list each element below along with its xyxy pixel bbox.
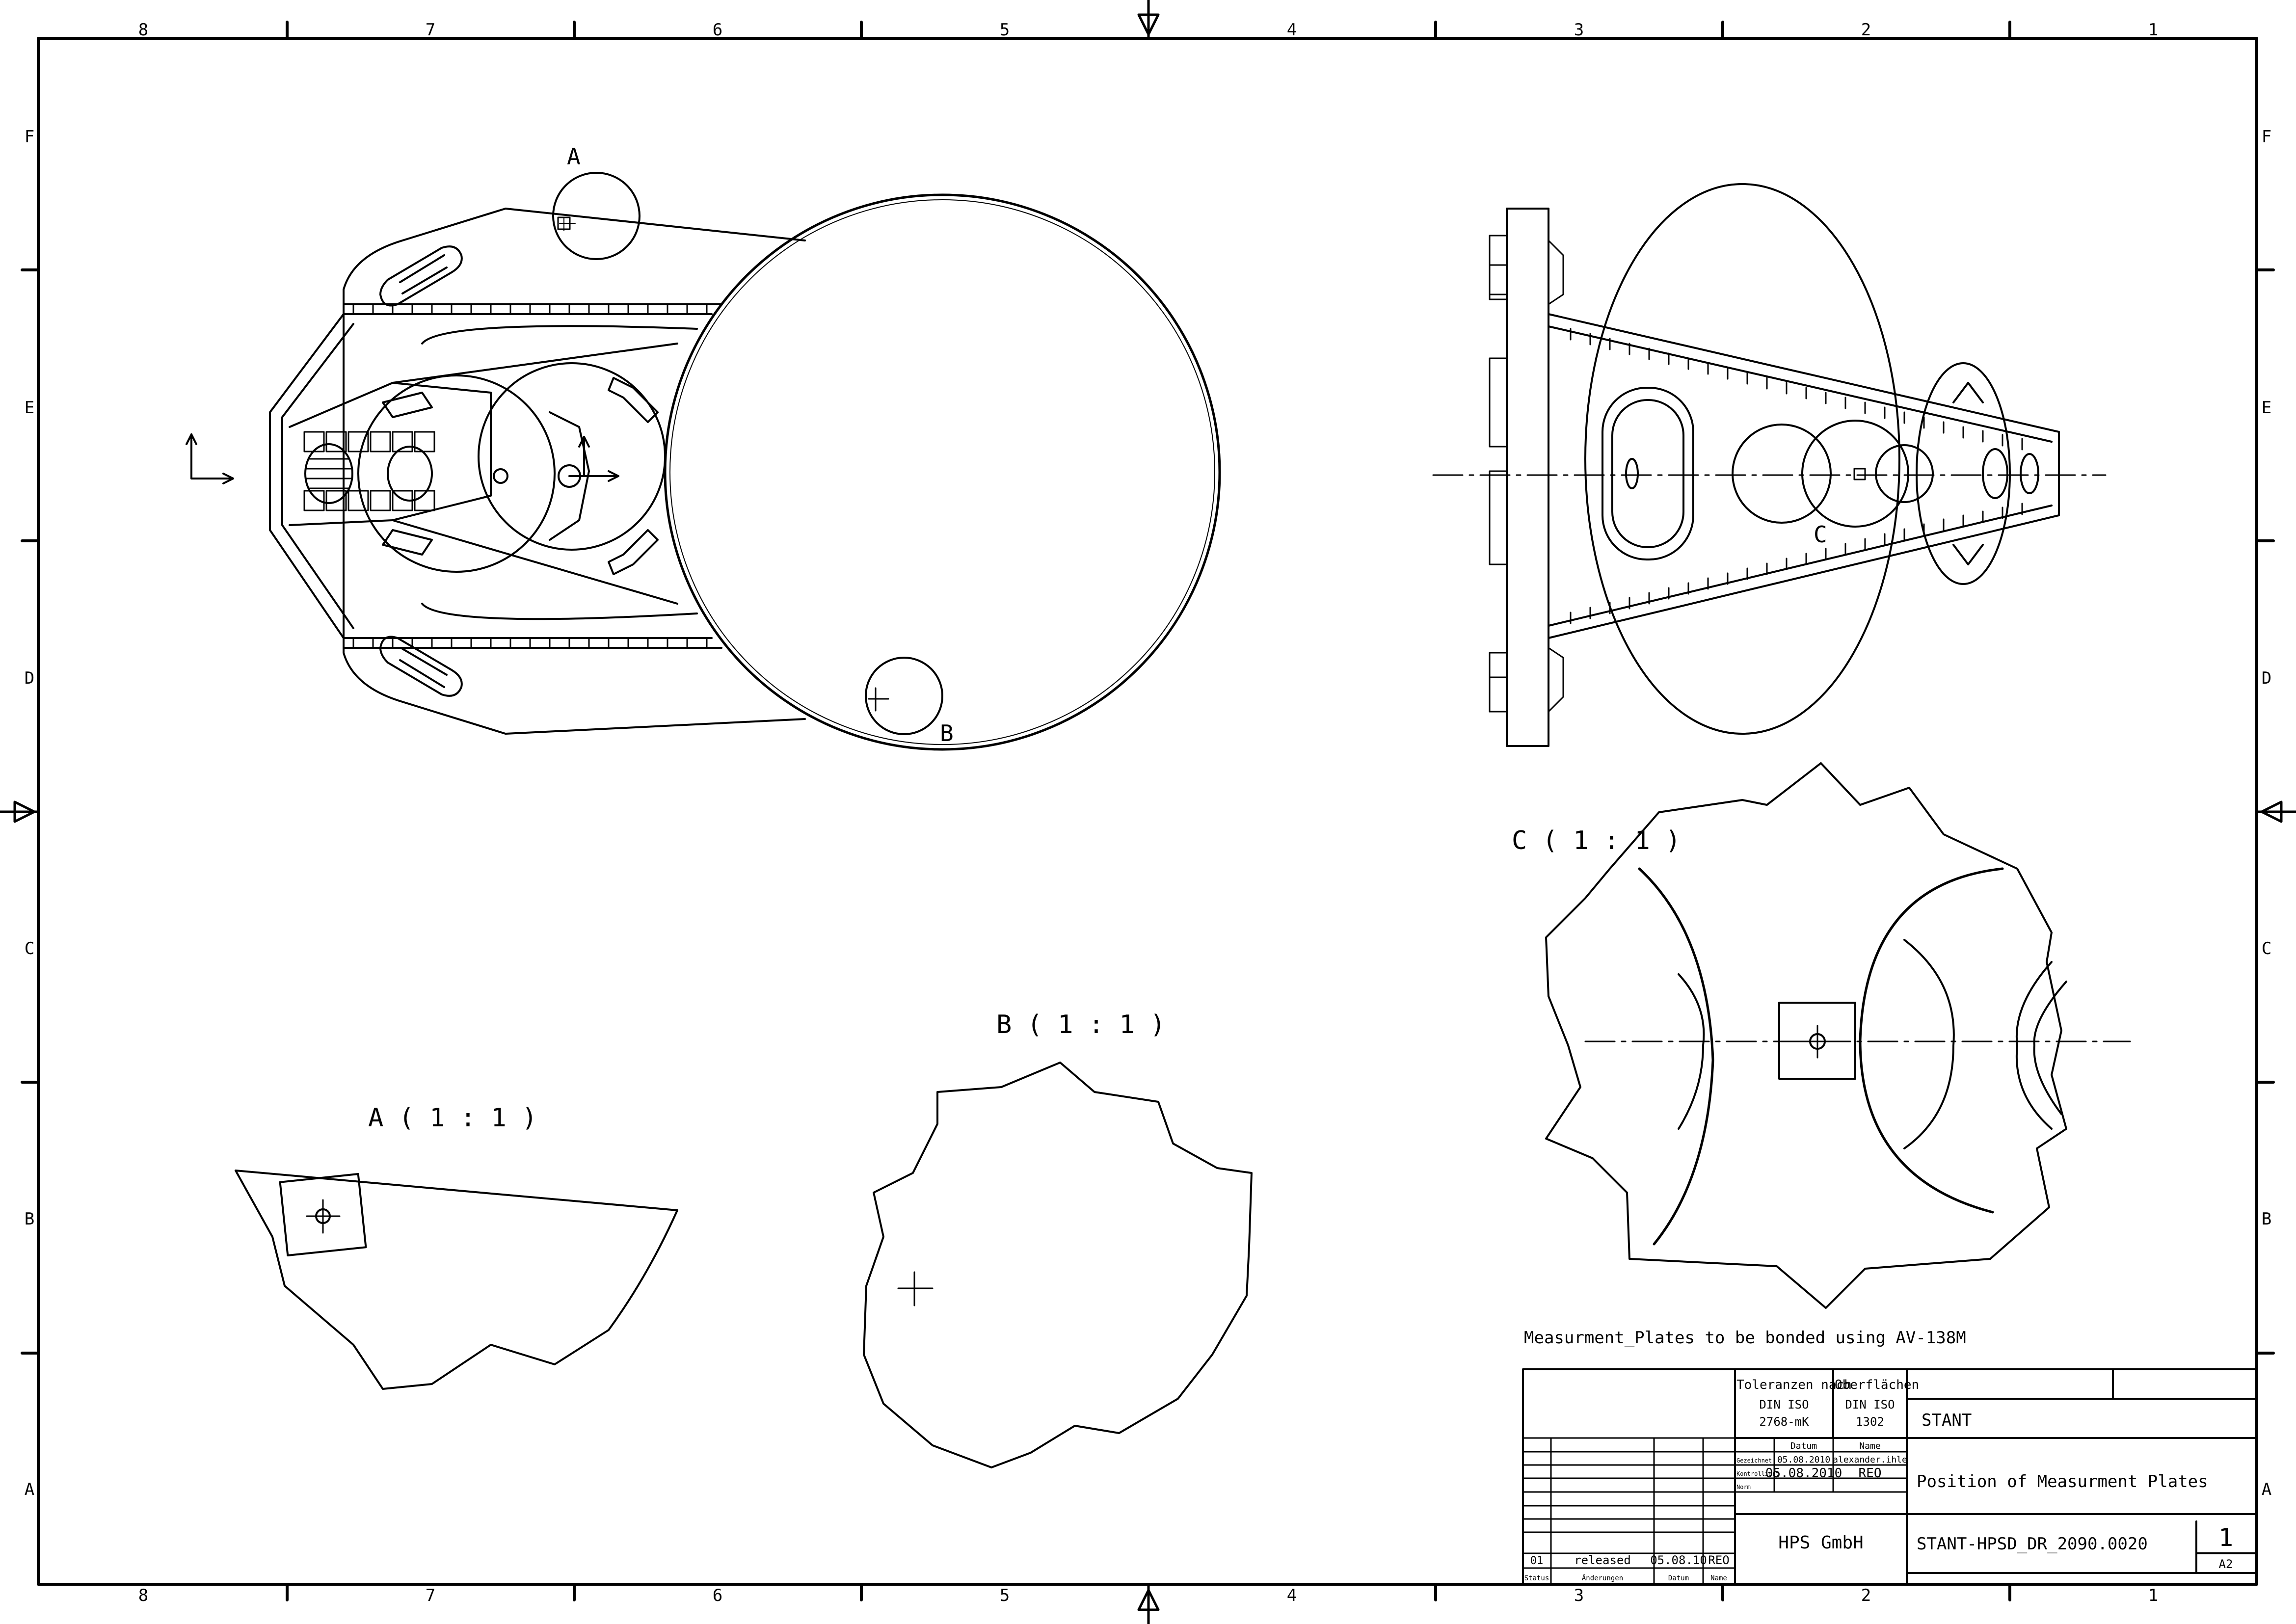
drawn-date: 05.08.2010 bbox=[1777, 1455, 1830, 1465]
title-block-text: Toleranzen nach DIN ISO 2768-mK Oberfläc… bbox=[1524, 1378, 2233, 1582]
large-disk bbox=[664, 193, 1221, 751]
centering-mark-left bbox=[0, 800, 40, 823]
col-label: 8 bbox=[138, 20, 148, 40]
centering-mark-bottom bbox=[1137, 1583, 1160, 1624]
row-label: E bbox=[25, 398, 34, 418]
row-label: B bbox=[25, 1209, 34, 1229]
col-label: 2 bbox=[1861, 20, 1871, 40]
hdr-status: Status bbox=[1524, 1574, 1549, 1582]
col-label: 6 bbox=[713, 1586, 722, 1605]
col-label: 1 bbox=[2148, 1586, 2158, 1605]
col-label: 3 bbox=[1574, 20, 1584, 40]
row-label: C bbox=[25, 939, 34, 958]
rev-status: 01 bbox=[1530, 1555, 1544, 1567]
col-label: 6 bbox=[713, 20, 722, 40]
col-label: 5 bbox=[1000, 1586, 1010, 1605]
row-label: E bbox=[2262, 398, 2271, 418]
col-label: 7 bbox=[426, 1586, 435, 1605]
centering-mark-top bbox=[1137, 0, 1160, 40]
hdr-change: Änderungen bbox=[1582, 1573, 1623, 1582]
bonding-note: Measurment_Plates to be bonded using AV-… bbox=[1524, 1328, 1966, 1348]
callout-a-label: A bbox=[567, 143, 581, 170]
col-label: 8 bbox=[138, 1586, 148, 1605]
surfaces-label: Oberflächen bbox=[1835, 1378, 1919, 1392]
col-label: 1 bbox=[2148, 20, 2158, 40]
surfaces-code: 1302 bbox=[1856, 1415, 1884, 1429]
side-view bbox=[1432, 183, 2107, 747]
rev-name: REO bbox=[1708, 1553, 1729, 1567]
tolerances-std: DIN ISO bbox=[1759, 1398, 1809, 1411]
mounting-foot-upper bbox=[379, 245, 463, 307]
company-name: HPS GmbH bbox=[1778, 1533, 1863, 1553]
detail-a-title: A ( 1 : 1 ) bbox=[368, 1103, 537, 1133]
detail-circle-a bbox=[552, 172, 641, 260]
callout-c-label: C bbox=[1814, 521, 1827, 548]
col-label: 4 bbox=[1287, 1586, 1297, 1605]
row-checked-label: Kontrolliert bbox=[1736, 1470, 1779, 1477]
col-label: 3 bbox=[1574, 1586, 1584, 1605]
surfaces-std: DIN ISO bbox=[1845, 1398, 1895, 1411]
col-name-header: Name bbox=[1859, 1441, 1880, 1451]
detail-c-view bbox=[1545, 762, 2131, 1309]
checked-name: REO bbox=[1859, 1466, 1882, 1481]
row-label: F bbox=[25, 127, 34, 147]
row-label: F bbox=[2262, 127, 2271, 147]
row-label: D bbox=[25, 668, 34, 688]
callout-b-label: B bbox=[940, 720, 954, 746]
project-name: STANT bbox=[1922, 1411, 1972, 1430]
detail-a-view bbox=[235, 1170, 678, 1390]
row-label: D bbox=[2262, 668, 2271, 688]
top-view bbox=[186, 172, 1221, 751]
rev-date: 05.08.10 bbox=[1650, 1553, 1707, 1567]
drawn-name: alexander.ihle bbox=[1833, 1455, 1907, 1465]
row-label: B bbox=[2262, 1209, 2271, 1229]
col-label: 5 bbox=[1000, 20, 1010, 40]
hdr-name: Name bbox=[1710, 1574, 1727, 1582]
row-drawn-label: Gezeichnet bbox=[1736, 1457, 1772, 1464]
col-label: 4 bbox=[1287, 20, 1297, 40]
tolerances-code: 2768-mK bbox=[1759, 1415, 1809, 1429]
checked-date: 05.08.2010 bbox=[1765, 1466, 1842, 1481]
row-label: A bbox=[25, 1480, 34, 1499]
drawing-number: STANT-HPSD_DR_2090.0020 bbox=[1917, 1534, 2148, 1554]
detail-circle-b bbox=[865, 657, 943, 735]
title-block bbox=[1522, 1368, 2258, 1585]
row-norm-label: Norm bbox=[1736, 1484, 1751, 1491]
detail-b-title: B ( 1 : 1 ) bbox=[996, 1010, 1165, 1039]
detail-b-view bbox=[863, 1062, 1253, 1468]
centering-mark-right bbox=[2255, 800, 2296, 823]
side-disk bbox=[1584, 183, 1900, 735]
col-label: 7 bbox=[426, 20, 435, 40]
hdr-date: Datum bbox=[1668, 1574, 1689, 1582]
rev-change: released bbox=[1574, 1553, 1631, 1567]
mounting-foot-lower bbox=[379, 636, 463, 697]
detail-c-title: C ( 1 : 1 ) bbox=[1512, 826, 1681, 855]
col-label: 2 bbox=[1861, 1586, 1871, 1605]
coordinate-axes bbox=[186, 433, 234, 484]
sheet-format: A2 bbox=[2219, 1557, 2233, 1571]
sheet-number: 1 bbox=[2218, 1523, 2233, 1552]
row-label: A bbox=[2262, 1480, 2271, 1499]
col-date-header: Datum bbox=[1790, 1441, 1817, 1451]
drawing-title: Position of Measurment Plates bbox=[1917, 1472, 2208, 1491]
tolerances-label: Toleranzen nach bbox=[1736, 1378, 1852, 1392]
zone-labels: 8 7 6 5 4 3 2 1 8 7 6 5 4 3 2 1 F E D C … bbox=[25, 20, 2271, 1605]
row-label: C bbox=[2262, 939, 2271, 958]
